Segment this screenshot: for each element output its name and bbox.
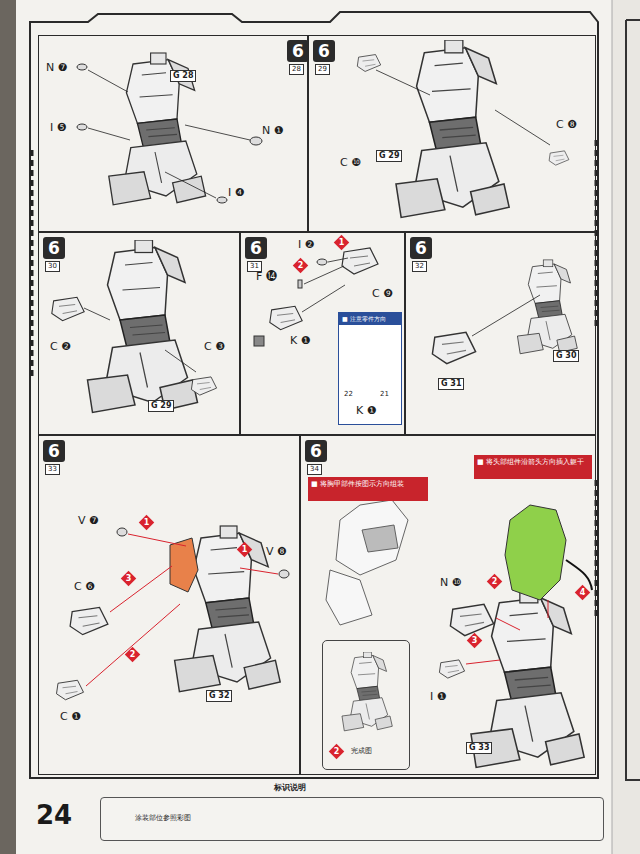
part-label: C ❿	[340, 156, 361, 169]
step-badge: 6	[410, 237, 432, 259]
part-label: I ❶	[430, 690, 447, 703]
footer-node: 标识说明涂装部位参照彩图	[100, 797, 604, 841]
part-label: N ❶	[262, 124, 284, 137]
panel-node: 630	[38, 232, 240, 435]
callout-number: 2	[126, 648, 139, 661]
callout-number: 4	[576, 586, 589, 599]
panel-node: 632	[405, 232, 596, 435]
assembly-tag: G 32	[206, 690, 232, 702]
part-number: 21	[380, 390, 389, 399]
box-text: 完成图	[351, 747, 372, 756]
part-label: F ⓮	[256, 270, 277, 283]
step-number: 29	[315, 64, 330, 75]
panel-node: 629	[308, 35, 596, 232]
callout-number: 3	[468, 634, 481, 647]
part-label: C ❸	[204, 340, 225, 353]
footer-text: 涂装部位参照彩图	[135, 814, 191, 823]
part-label: C ❻	[74, 580, 95, 593]
step-badge: 6	[313, 40, 335, 62]
step-badge: 6	[287, 40, 309, 62]
step-number: 34	[307, 464, 322, 475]
assembly-tag: G 31	[438, 378, 464, 390]
part-label: I ❹	[228, 186, 245, 199]
panel-node: 6 33	[38, 435, 300, 775]
step-number: 33	[45, 464, 60, 475]
part-label: C ❾	[372, 287, 393, 300]
callout-number: 2	[488, 575, 501, 588]
callout-number: 2	[330, 745, 343, 758]
step-badge: 6	[245, 237, 267, 259]
assembly-tag: G 30	[553, 350, 579, 362]
part-label: C ❷	[50, 340, 71, 353]
part-label: C ❽	[556, 118, 577, 131]
panel-node: 634■ 将胸甲部件按图示方向组装■ 将头部组件沿箭头方向插入躯干完成图	[300, 435, 596, 775]
callout-number: 1	[140, 516, 153, 529]
callout-number: 1	[335, 236, 348, 249]
panel-node: 631■ 注意零件方向	[240, 232, 405, 435]
banner-node: ■ 将胸甲部件按图示方向组装	[308, 477, 428, 501]
banner-node: ■ 将头部组件沿箭头方向插入躯干	[474, 455, 592, 479]
part-label: K ❶	[356, 404, 377, 417]
part-label: I ❷	[298, 238, 315, 251]
part-label: C ❶	[60, 710, 81, 723]
leader-line	[88, 70, 250, 198]
callout-number: 3	[122, 572, 135, 585]
banner-text: ■ 将头部组件沿箭头方向插入躯干	[477, 458, 589, 467]
step-number: 32	[412, 261, 427, 272]
step-number: 30	[45, 261, 60, 272]
assembly-tag: G 28	[170, 70, 196, 82]
callout-number: 1	[238, 543, 251, 556]
page-number: 24	[36, 800, 72, 830]
part-label: N ❿	[440, 576, 462, 589]
assembly-tag: G 29	[376, 150, 402, 162]
part-label: V ❽	[266, 545, 287, 558]
part-label: V ❼	[78, 514, 99, 527]
assembly-tag: G 33	[466, 742, 492, 754]
part-number: 22	[344, 390, 353, 399]
step-badge: 6	[43, 237, 65, 259]
step-badge: 6	[305, 440, 327, 462]
banner-text: ■ 将胸甲部件按图示方向组装	[311, 480, 425, 489]
part-label: I ❺	[50, 121, 67, 134]
callout-number: 2	[294, 259, 307, 272]
part-label: K ❶	[290, 334, 311, 347]
step-number: 28	[289, 64, 304, 75]
footer-text: 标识说明	[271, 783, 309, 793]
step-badge: 6	[43, 440, 65, 462]
assembly-tag: G 29	[148, 400, 174, 412]
note-text: ■ 注意零件方向	[339, 313, 401, 325]
part-label: N ❼	[46, 61, 68, 74]
